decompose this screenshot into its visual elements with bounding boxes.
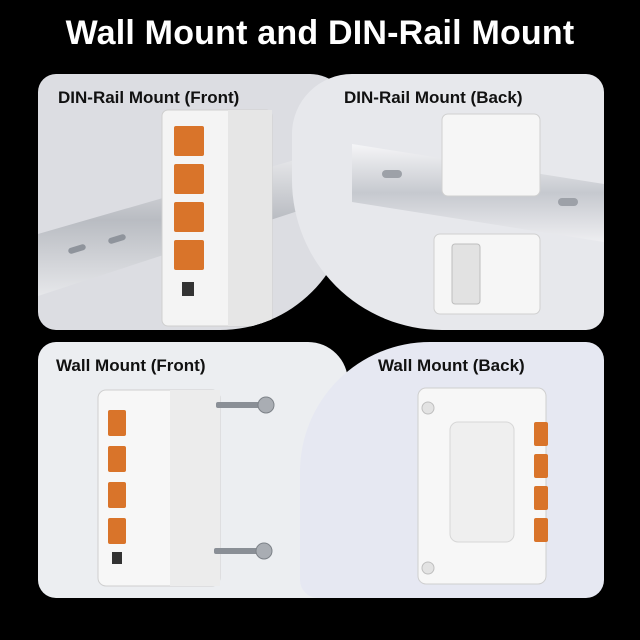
panel-label: DIN-Rail Mount (Back) xyxy=(344,88,523,107)
rj45-port xyxy=(174,126,204,156)
panel-wall-front: Wall Mount (Front) xyxy=(38,342,348,598)
panel-label: Wall Mount (Front) xyxy=(56,356,206,375)
switch-device-front xyxy=(97,389,221,587)
wall-front-illustration xyxy=(97,389,275,587)
din-back-illustration xyxy=(352,113,604,315)
rj45-port xyxy=(108,446,126,472)
mounting-screw-bottom xyxy=(214,542,273,560)
rj45-port xyxy=(174,240,204,270)
rj45-port xyxy=(108,410,126,436)
switch-device-front xyxy=(161,109,273,327)
mounting-hole xyxy=(421,561,435,575)
panel-wall-back: Wall Mount (Back) xyxy=(300,342,604,598)
rj45-port xyxy=(174,164,204,194)
rj45-port xyxy=(534,486,548,510)
panel-label: DIN-Rail Mount (Front) xyxy=(58,88,240,107)
power-jack xyxy=(182,282,194,296)
din-clip xyxy=(451,243,481,305)
mounting-hole xyxy=(421,401,435,415)
mounting-screw-top xyxy=(216,396,275,414)
switch-device-back xyxy=(417,387,548,585)
rj45-port xyxy=(108,518,126,544)
rj45-port xyxy=(108,482,126,508)
rj45-port xyxy=(534,518,548,542)
panel-label: Wall Mount (Back) xyxy=(378,356,525,375)
page-title: Wall Mount and DIN-Rail Mount xyxy=(65,14,575,52)
wall-back-illustration xyxy=(417,387,548,585)
rj45-port xyxy=(174,202,204,232)
rj45-port xyxy=(534,454,548,478)
power-jack xyxy=(112,552,122,564)
rj45-port xyxy=(534,422,548,446)
panel-din-rail-back: DIN-Rail Mount (Back) xyxy=(292,74,604,330)
din-front-illustration xyxy=(38,109,350,327)
switch-device-back xyxy=(433,113,541,315)
